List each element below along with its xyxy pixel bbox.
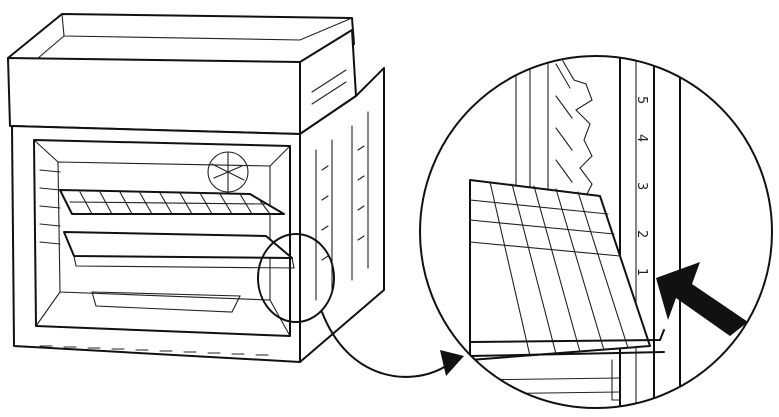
callout-arrow-icon: [321, 311, 464, 378]
magnifier-circle-icon: [419, 55, 773, 409]
zoom-source-circle: [257, 233, 335, 323]
level-label-4: 4: [634, 134, 649, 142]
level-label-2: 2: [634, 230, 649, 238]
oven-side-panel: [299, 67, 385, 363]
level-label-5: 5: [634, 96, 649, 104]
oven-control-panel: [7, 57, 301, 135]
oven-tray: [63, 231, 293, 259]
oven-illustration: [7, 13, 385, 363]
pointer-arrow-icon: [656, 262, 748, 336]
level-label-1: 1: [634, 268, 649, 276]
level-label-3: 3: [634, 182, 649, 190]
shelf-level-labels: 5 4 3 2 1: [634, 96, 649, 276]
